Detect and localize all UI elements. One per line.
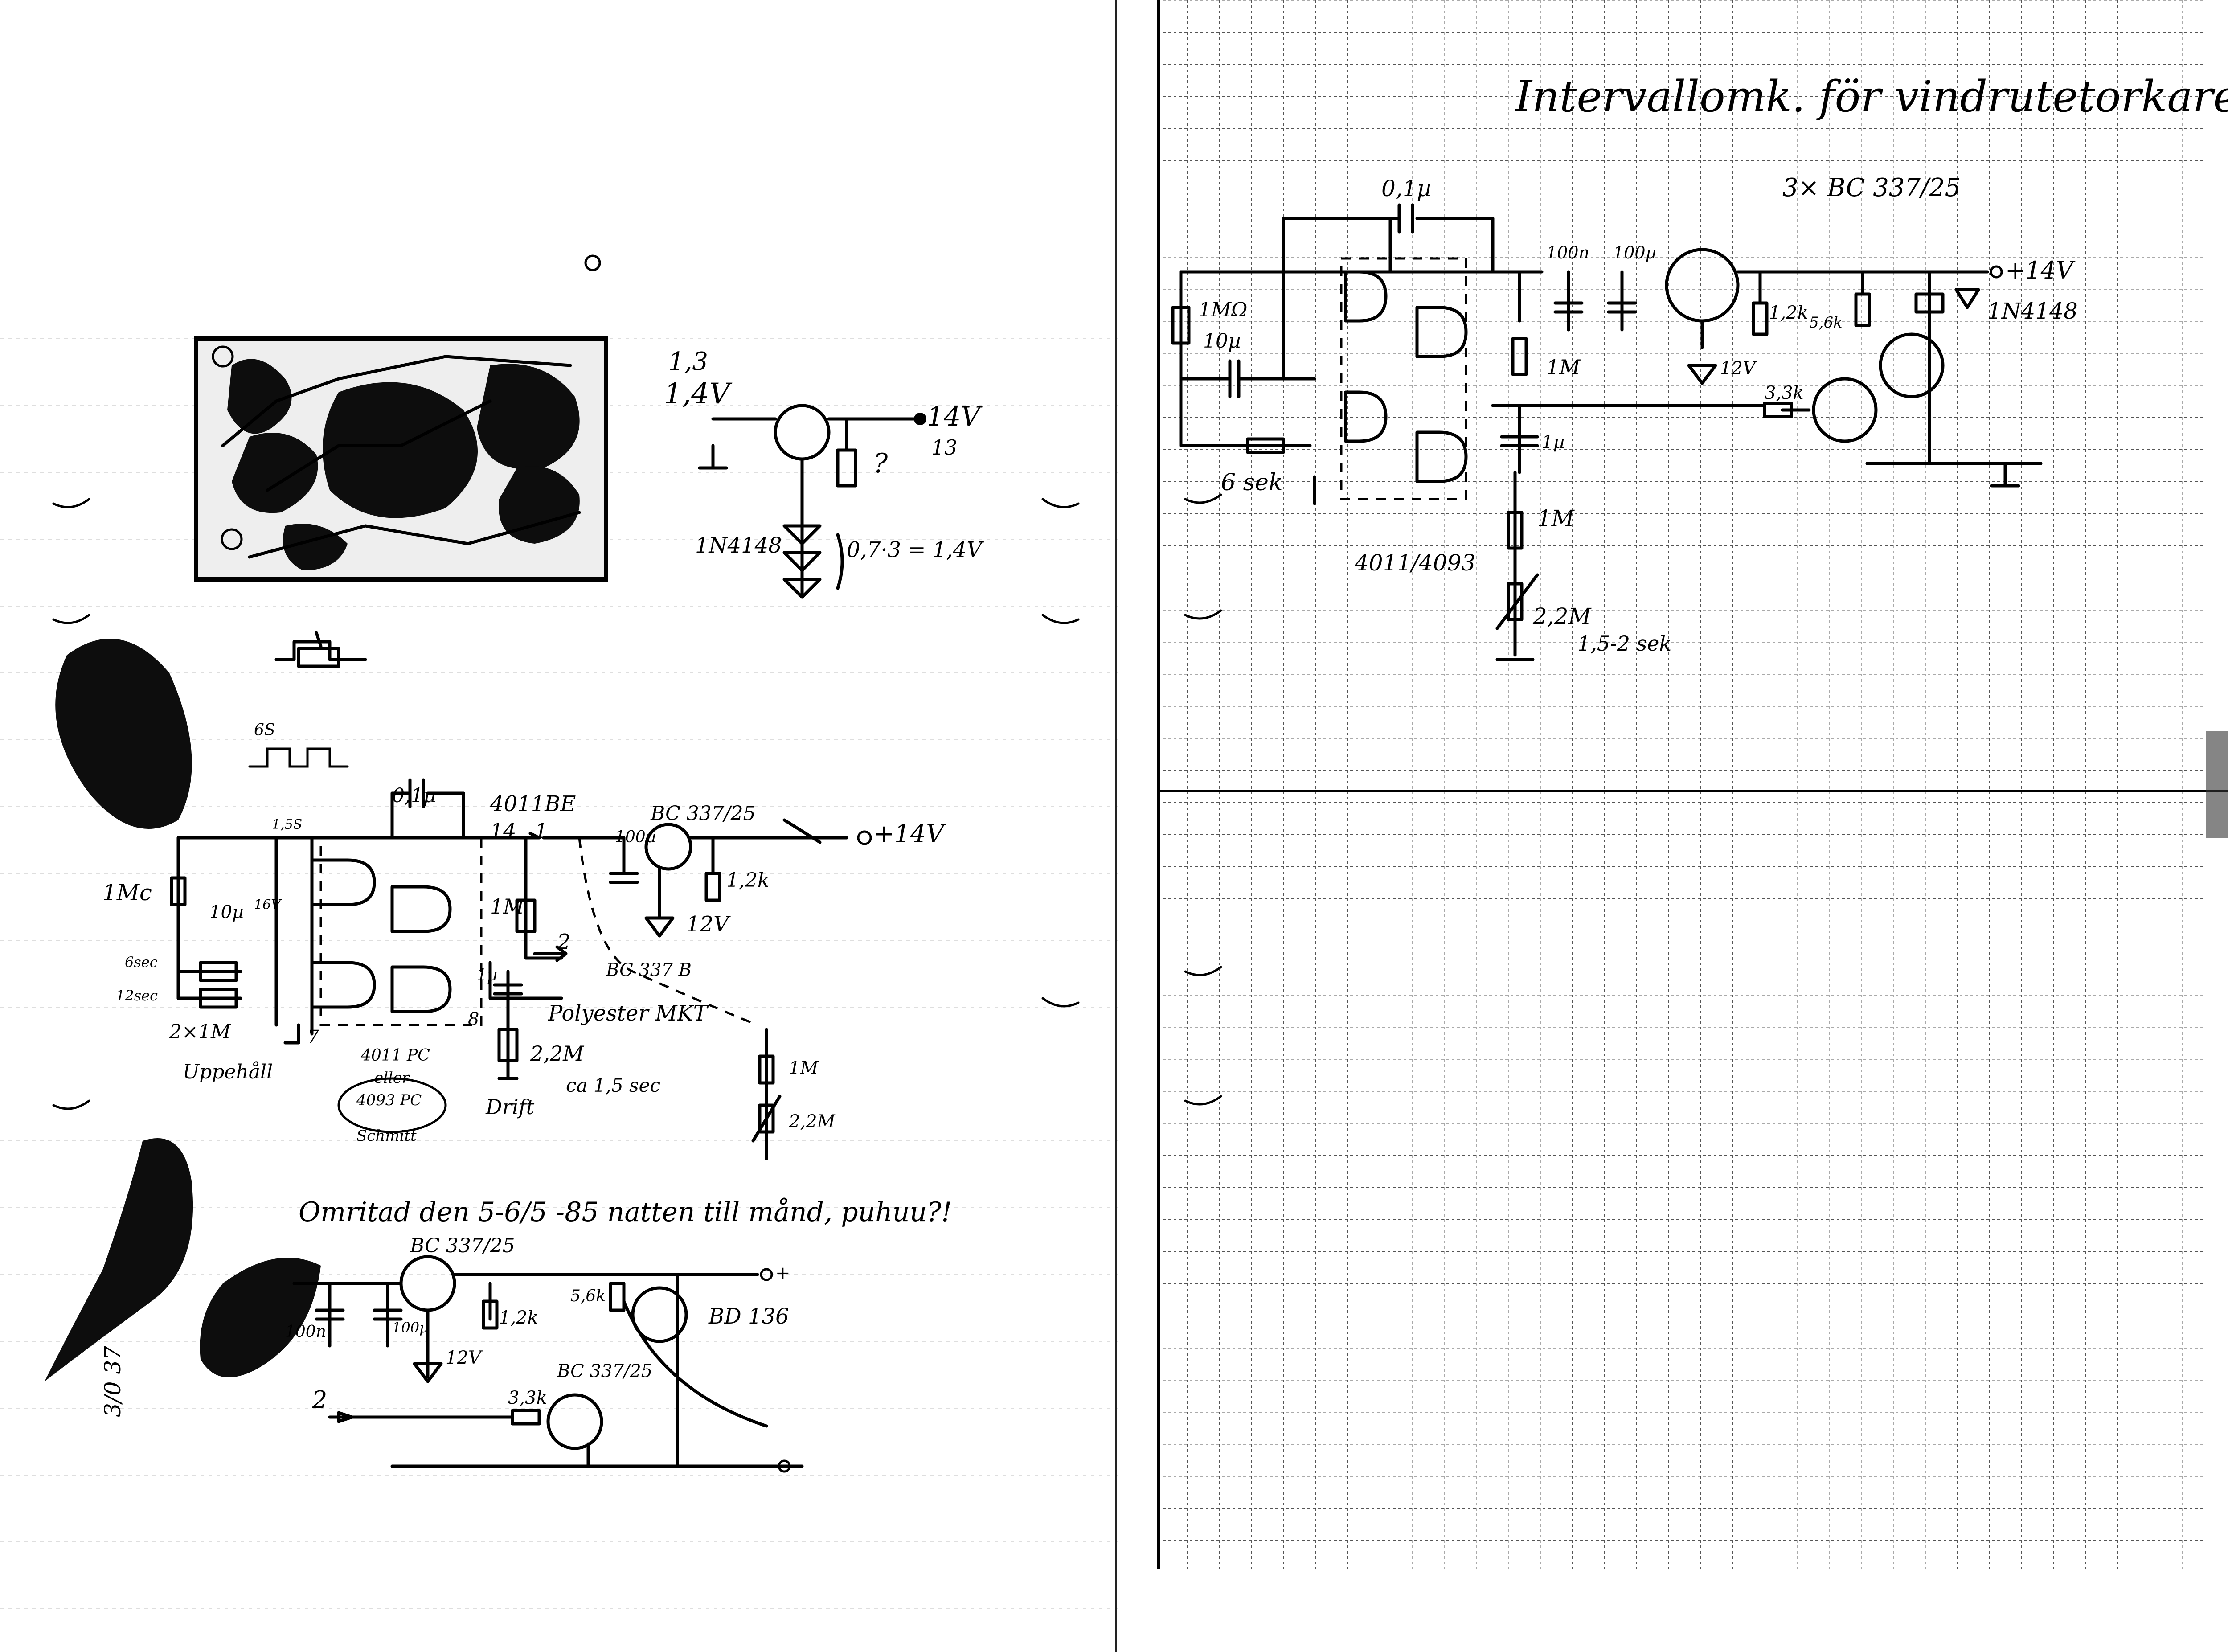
res-1meg-label: 1MΩ <box>1199 299 1248 321</box>
ic-label: 4011/4093 <box>1354 550 1475 576</box>
volt-16-label: 16V <box>254 897 282 913</box>
time-12-label: 12sec <box>116 987 158 1004</box>
left-page: 1,3 1,4V 14V 13 ? 1N4148 0,7·3 = 1,4V <box>0 0 1118 1652</box>
right-page: Intervallomk. för vindrutetorkare 3× BC … <box>1118 0 2228 1652</box>
transistor-3-label: BC 337/25 <box>410 1234 515 1257</box>
cap-100n-label: 100n <box>1546 243 1589 262</box>
res-1m-right-label: 1M <box>789 1058 819 1078</box>
cap-1u-label: 1µ <box>477 966 497 984</box>
diode-sum: 0,7·3 = 1,4V <box>847 537 984 562</box>
cap-100u-label: 100µ <box>1613 243 1656 262</box>
zener-b-label: 12V <box>446 1348 483 1368</box>
title: Intervallomk. för vindrutetorkare <box>1514 72 2228 122</box>
diode-bias-circuit <box>698 404 926 599</box>
cap-01-label: 0,1µ <box>392 784 436 807</box>
supply-label: +14V <box>2005 256 2076 284</box>
diode-label: 1N4148 <box>1987 298 2078 324</box>
pcb-note-top: 1,3 <box>668 347 708 376</box>
out-plus: + <box>775 1263 790 1283</box>
diode-label: 1N4148 <box>695 533 782 558</box>
res-22m-right-label: 2,2M <box>788 1111 836 1132</box>
side-note: 3/0 37 <box>100 1346 126 1417</box>
transistor-2-label: BC 337 B <box>606 960 692 980</box>
drift-label: Drift <box>485 1095 535 1119</box>
supply-main-label: +14V <box>873 820 946 849</box>
transistor-1-label: BC 337/25 <box>650 802 756 825</box>
res-22m-label: 2,2M <box>530 1041 585 1066</box>
transistor-bd-label: BD 136 <box>708 1304 789 1329</box>
upphall-label: Uppehåll <box>183 1061 273 1083</box>
res-1m-left-label: 1Mc <box>102 880 152 906</box>
res-33k-label: 3,3k <box>1765 383 1804 403</box>
circled-alternative <box>337 1077 447 1133</box>
question-mark: ? <box>873 448 888 479</box>
res-12k-label: 1,2k <box>1769 303 1808 323</box>
pulse-time2: 1,5S <box>272 817 302 832</box>
zener-label: 12V <box>686 912 731 937</box>
label-2: 2 <box>557 930 571 955</box>
cap-10-label: 10µ <box>209 902 244 922</box>
timer-schematic-main <box>170 747 872 1160</box>
time-15-label: 1,5-2 sek <box>1577 631 1671 656</box>
cap-100n-label: 100n <box>285 1323 326 1341</box>
cap-1u-label: 1µ <box>1542 432 1565 452</box>
transistor-4-label: BC 337/25 <box>557 1361 652 1381</box>
pin-7: 7 <box>307 1027 319 1047</box>
pot-2x1m-label: 2×1M <box>169 1021 231 1043</box>
res-1m-b-label: 1M <box>1537 505 1575 531</box>
res-56k-label: 5,6k <box>570 1287 606 1305</box>
binder-marks <box>52 254 1080 1110</box>
time-6-label: 6 sek <box>1221 469 1283 496</box>
schmitt-label: Schmitt <box>356 1127 417 1145</box>
cap-100-label: 100µ <box>615 828 656 846</box>
ca-15-label: ca 1,5 sec <box>566 1074 660 1096</box>
ink-blot <box>200 1258 321 1377</box>
cap-100u-b-label: 100µ <box>392 1319 429 1336</box>
polyester-label: Polyester MKT <box>548 1001 709 1026</box>
transistors-note: 3× BC 337/25 <box>1782 173 1961 202</box>
ic-alt-2: 4093 PC <box>356 1091 422 1109</box>
res-1m-a-label: 1M <box>1546 355 1581 379</box>
pcb-note-voltage: 1,4V <box>664 377 733 410</box>
cap-10u-label: 10µ <box>1203 330 1241 353</box>
pin-8: 8 <box>468 1009 479 1029</box>
output-stage-sketch <box>292 1255 804 1473</box>
zener-label: 12V <box>1720 358 1757 379</box>
supply-top-label: 14V <box>927 401 983 432</box>
time-6-label: 6sec <box>125 954 158 971</box>
redrawn-note: Omritad den 5-6/5 -85 natten till månd, … <box>299 1197 952 1228</box>
res-56k-label: 5,6k <box>1809 314 1843 332</box>
potentiometer-symbol <box>274 631 367 668</box>
ic-label: 4011BE <box>490 791 576 816</box>
res-33k-label: 3,3k <box>508 1388 547 1408</box>
res-12k-label: 1,2k <box>726 869 770 892</box>
label-2b: 2 <box>311 1386 327 1414</box>
ink-blot <box>55 639 192 829</box>
res-12k-b-label: 1,2k <box>499 1308 538 1328</box>
ink-blot <box>45 1138 193 1381</box>
pin-1: 1 <box>535 819 548 843</box>
wiper-interval-schematic <box>1171 203 2043 661</box>
pcb-layout-sketch <box>194 336 608 582</box>
pulse-time: 6S <box>254 721 275 739</box>
pot-22m-label: 2,2M <box>1532 603 1592 629</box>
pin-note: 13 <box>931 435 958 459</box>
ic-alt-1: 4011 PC <box>360 1046 430 1065</box>
cap-01-label: 0,1µ <box>1381 176 1431 201</box>
pin-14: 14 <box>490 819 516 843</box>
res-1m-mid-label: 1M <box>490 894 525 918</box>
